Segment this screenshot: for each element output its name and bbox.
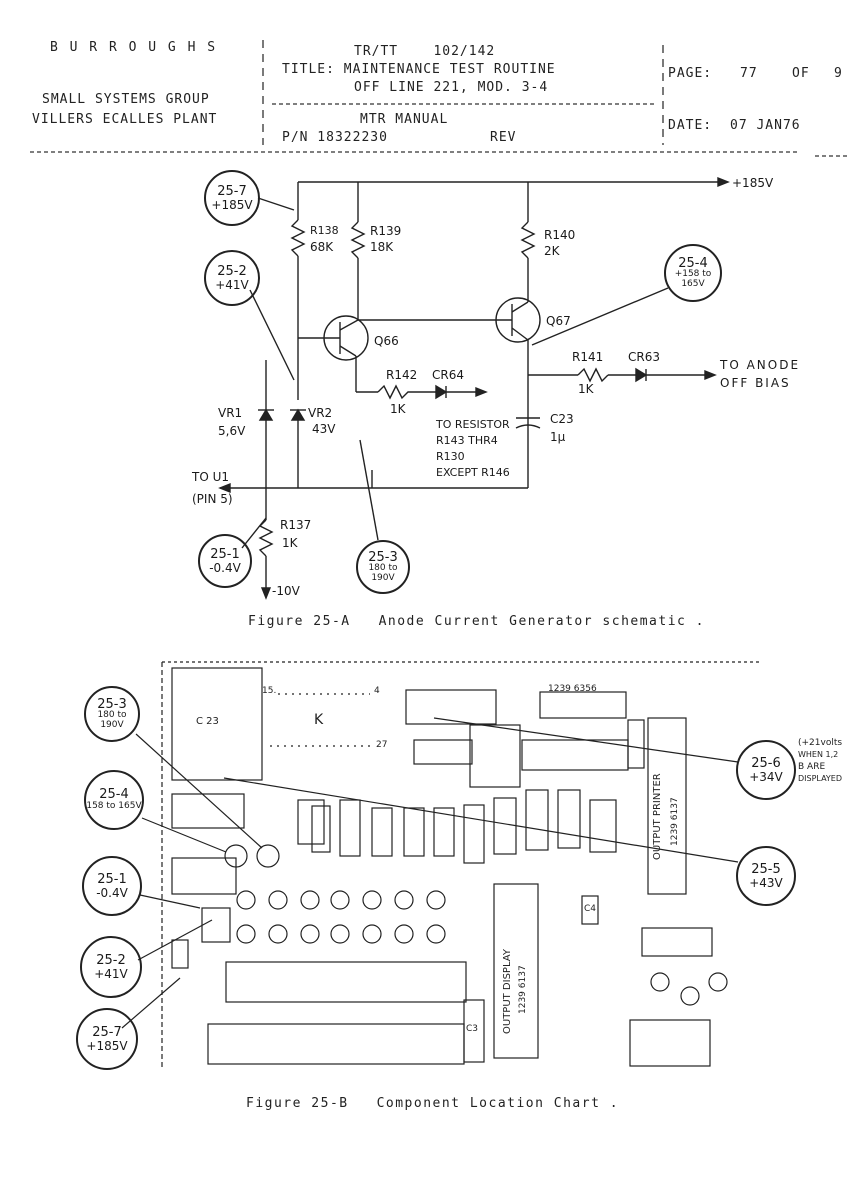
part-number: P/N 18322230 bbox=[282, 130, 388, 145]
location-testpoint-25-6: 25-6+34V bbox=[736, 740, 796, 800]
to-u1-label: TO U1 bbox=[192, 470, 230, 484]
doc-title: TITLE: MAINTENANCE TEST ROUTINE bbox=[282, 62, 556, 77]
anode-label-2: OFF BIAS bbox=[720, 376, 791, 390]
to-resistor-4: EXCEPT R146 bbox=[436, 466, 510, 479]
r140-label: R140 bbox=[544, 228, 576, 242]
display-chip-label-2: 1239 6137 bbox=[518, 965, 528, 1014]
vr1-label: VR1 bbox=[218, 406, 243, 420]
vr2-label: VR2 bbox=[308, 406, 333, 420]
figure-25b-caption: Figure 25-B Component Location Chart . bbox=[246, 1096, 620, 1111]
printer-chip-label-2: 1239 6137 bbox=[670, 797, 680, 846]
pin27-label: 27 bbox=[376, 740, 388, 750]
plant-name: VILLERS ECALLES PLANT bbox=[32, 112, 218, 127]
k-connector-label: K bbox=[314, 712, 324, 728]
r140-value: 2K bbox=[544, 244, 560, 258]
to-resistor-3: R130 bbox=[436, 450, 465, 463]
testpoint-25-4: 25-4+158 to 165V bbox=[664, 244, 722, 302]
doc-code: TR/TT 102/142 bbox=[354, 44, 496, 59]
c23-label: C23 bbox=[550, 412, 574, 426]
pin4-label: 4 bbox=[374, 686, 380, 696]
r139-value: 18K bbox=[370, 240, 394, 254]
r137-value: 1K bbox=[282, 536, 298, 550]
page-of: OF bbox=[792, 66, 810, 81]
vr2-value: 43V bbox=[312, 422, 336, 436]
neg10-label: -10V bbox=[272, 584, 300, 598]
vr1-value: 5,6V bbox=[218, 424, 246, 438]
pin15-label: 15. bbox=[262, 686, 277, 696]
note-line-1: (+21volts bbox=[798, 738, 843, 748]
q67-label: Q67 bbox=[546, 314, 571, 328]
figure-25a-caption: Figure 25-A Anode Current Generator sche… bbox=[248, 614, 706, 629]
company-name: B U R R O U G H S bbox=[50, 40, 218, 55]
cr63-label: CR63 bbox=[628, 350, 660, 364]
to-resistor-1: TO RESISTOR bbox=[436, 418, 510, 431]
c23-board-label: C 23 bbox=[196, 716, 219, 727]
r137-label: R137 bbox=[280, 518, 312, 532]
r142-label: R142 bbox=[386, 368, 418, 382]
page-number: 77 bbox=[740, 66, 758, 81]
date-value: 07 JAN76 bbox=[730, 118, 801, 133]
manual-name: MTR MANUAL bbox=[360, 112, 449, 127]
page-label: PAGE: bbox=[668, 66, 713, 81]
cr64-label: CR64 bbox=[432, 368, 464, 382]
note-line-4: DISPLAYED bbox=[798, 774, 843, 783]
revision-label: REV bbox=[490, 130, 517, 145]
r139-label: R139 bbox=[370, 224, 402, 238]
supply-label: +185V bbox=[732, 176, 774, 190]
c23-value: 1µ bbox=[550, 430, 566, 444]
testpoint-25-1: 25-1-0.4V bbox=[198, 534, 252, 588]
pin5-label: (PIN 5) bbox=[192, 492, 233, 506]
printer-chip-label-1: OUTPUT PRINTER bbox=[652, 773, 663, 860]
location-testpoint-25-1: 25-1-0.4V bbox=[82, 856, 142, 916]
anode-label-1: TO ANODE bbox=[720, 358, 801, 372]
testpoint-25-2: 25-2+41V bbox=[204, 250, 260, 306]
location-testpoint-25-5: 25-5+43V bbox=[736, 846, 796, 906]
top-chip-label: 1239 6356 bbox=[548, 684, 597, 694]
location-testpoint-25-7: 25-7+185V bbox=[76, 1008, 138, 1070]
r141-label: R141 bbox=[572, 350, 604, 364]
location-testpoint-25-2: 25-2+41V bbox=[80, 936, 142, 998]
date-label: DATE: bbox=[668, 118, 713, 133]
q66-label: Q66 bbox=[374, 334, 399, 348]
display-chip-label-1: OUTPUT DISPLAY bbox=[502, 949, 513, 1034]
r141-value: 1K bbox=[578, 382, 594, 396]
r142-value: 1K bbox=[390, 402, 406, 416]
to-resistor-2: R143 THR4 bbox=[436, 434, 498, 447]
page-total: 9 bbox=[834, 66, 843, 81]
c3-label: C3 bbox=[466, 1024, 479, 1034]
r138-label: R138 bbox=[310, 224, 339, 237]
doc-subtitle: OFF LINE 221, MOD. 3-4 bbox=[354, 80, 549, 95]
r138-value: 68K bbox=[310, 240, 334, 254]
note-line-2: WHEN 1,2 bbox=[798, 750, 839, 759]
note-line-3: B ARE bbox=[798, 762, 826, 772]
group-name: SMALL SYSTEMS GROUP bbox=[42, 92, 210, 107]
testpoint-25-7: 25-7+185V bbox=[204, 170, 260, 226]
c4-label: C4 bbox=[584, 904, 597, 914]
